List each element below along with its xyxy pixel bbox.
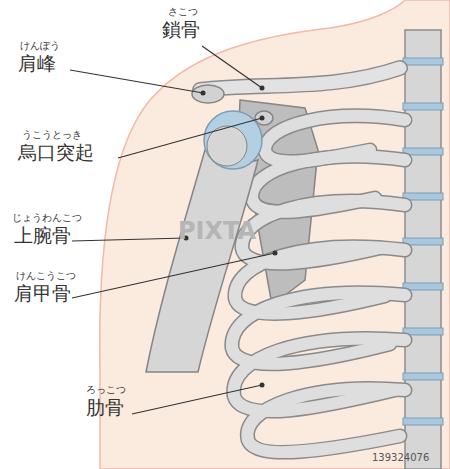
watermark: PIXTA xyxy=(178,218,256,244)
ribs xyxy=(232,116,405,452)
spinal-discs xyxy=(403,58,443,425)
furigana: じょうわんこつ xyxy=(12,212,82,223)
leader-lines xyxy=(70,46,275,414)
acromion xyxy=(192,85,224,103)
furigana: さこつ xyxy=(168,6,198,17)
bone-label: 肩峰 xyxy=(18,53,56,74)
clavicle-fill xyxy=(200,68,400,90)
bone-label: 肩甲骨 xyxy=(14,283,71,304)
furigana: けんこうこつ xyxy=(16,270,76,281)
clavicle xyxy=(200,68,400,90)
furigana: けんぽう xyxy=(20,40,60,51)
humeral-head-cartilage xyxy=(204,111,262,169)
skin xyxy=(100,0,450,469)
furigana: うこうとっき xyxy=(22,129,82,140)
bone-label: 肋骨 xyxy=(86,397,124,418)
furigana: ろっこつ xyxy=(86,384,126,395)
bone-label: 鎖骨 xyxy=(162,19,200,40)
coracoid xyxy=(255,111,273,125)
image-number: 139324076 xyxy=(372,452,429,463)
bone-label: 上腕骨 xyxy=(14,225,71,246)
bone-label: 烏口突起 xyxy=(18,142,94,163)
